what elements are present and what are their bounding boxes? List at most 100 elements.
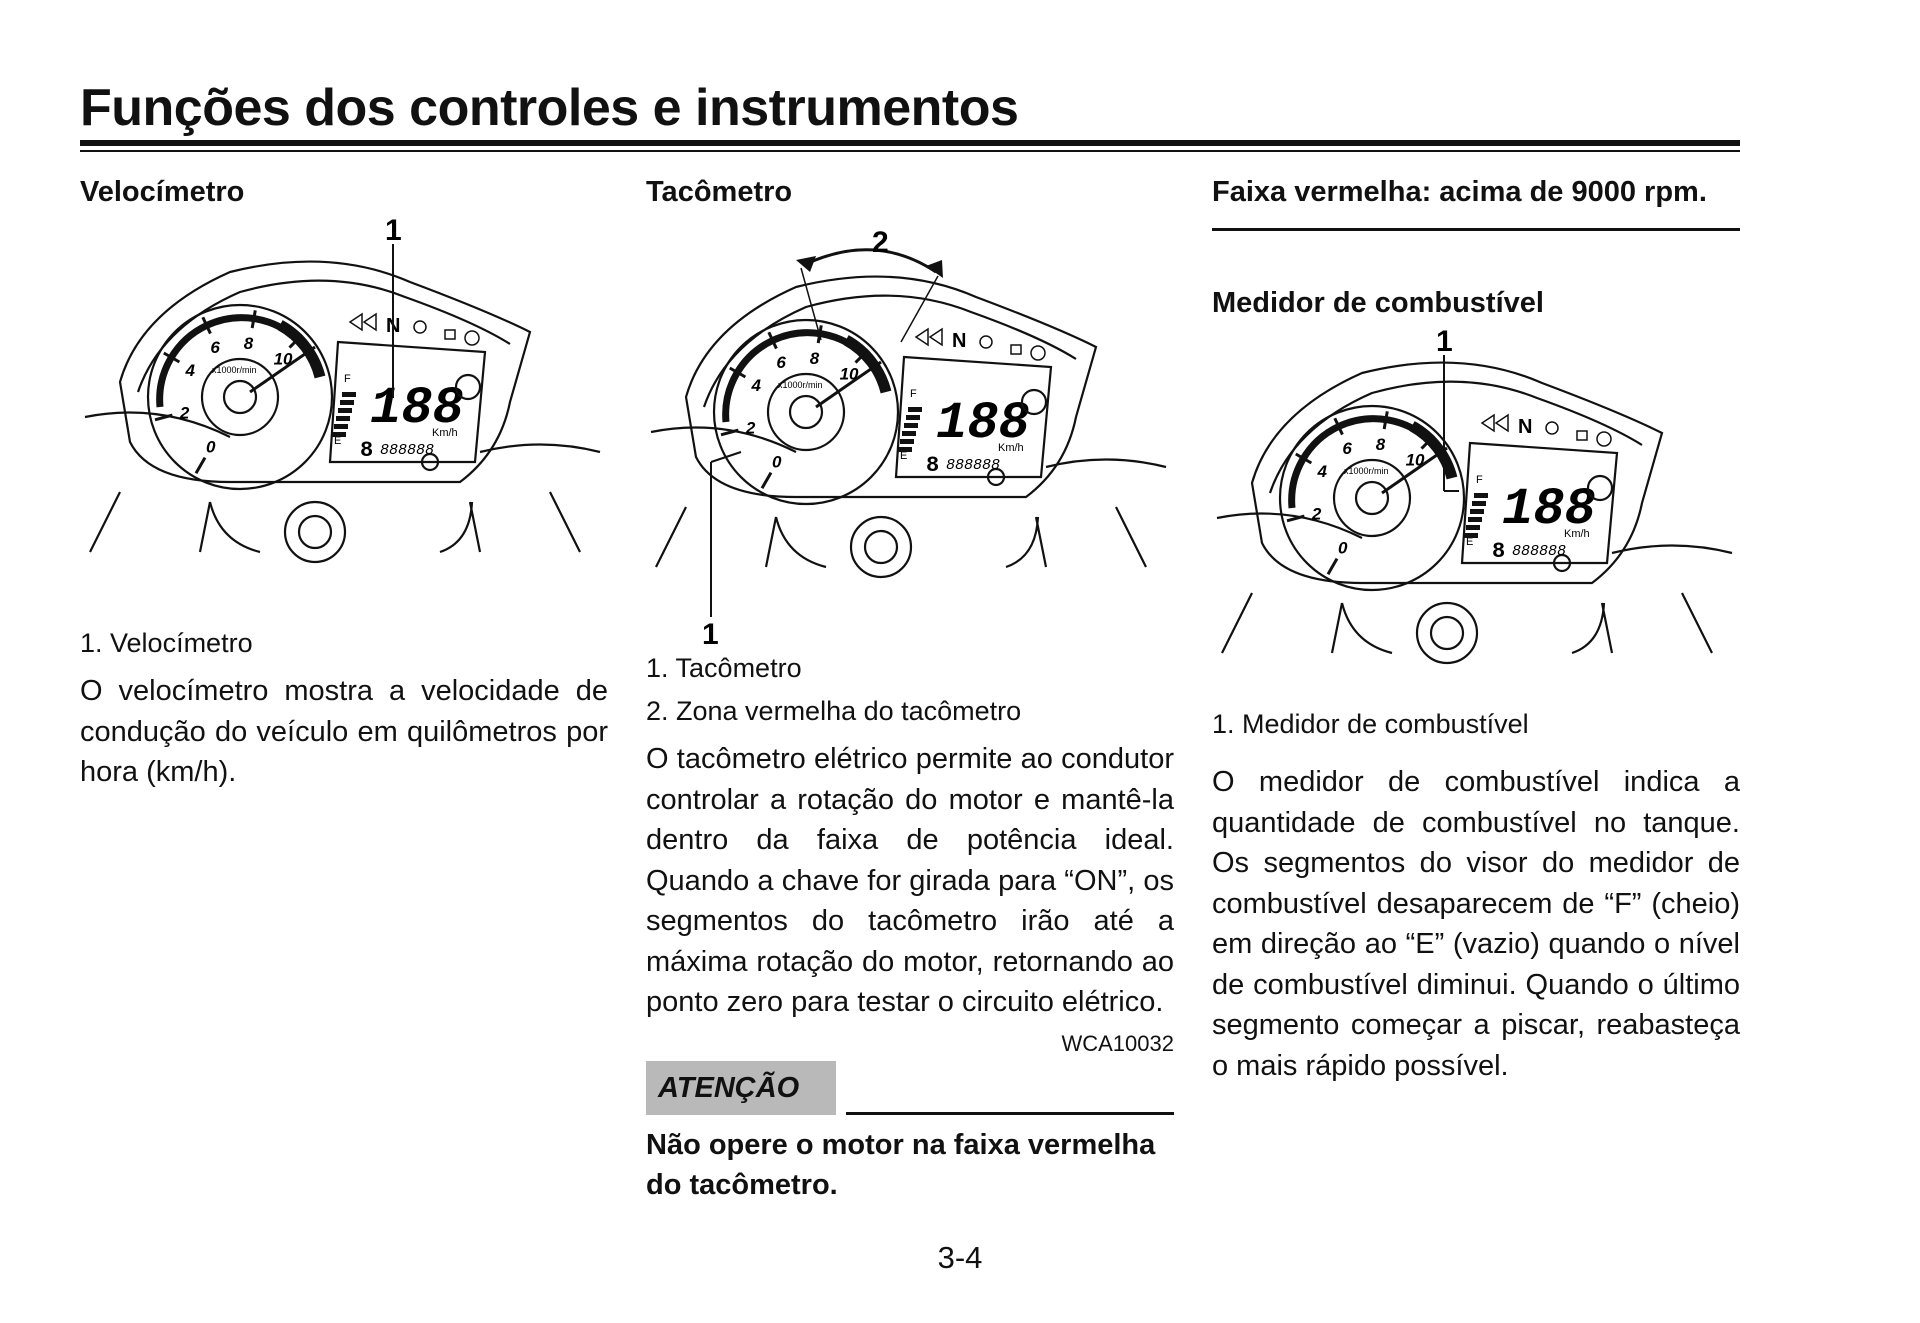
fuel-gauge-description: O medidor de combustível indica a quanti… <box>1212 766 1740 1082</box>
oil-icon <box>1596 431 1612 447</box>
tach-number: 6 <box>210 338 220 357</box>
tach-number: 8 <box>244 334 254 353</box>
frame-curves <box>774 516 1040 569</box>
fuel-segment <box>902 431 916 436</box>
handlebar-left <box>1216 512 1363 539</box>
fuel-segment <box>900 439 914 444</box>
tach-number: 0 <box>772 452 782 471</box>
caption-speedometer: 1. Velocímetro <box>80 628 253 658</box>
tach-number: 10 <box>1406 450 1425 469</box>
warning-header: ATENÇÃO <box>646 1059 1174 1115</box>
tach-dial-hub <box>200 357 280 437</box>
tach-tick <box>1326 557 1339 575</box>
fuel-segment <box>340 400 354 405</box>
fuel-segment <box>342 392 356 397</box>
tach-red-zone <box>843 335 892 394</box>
tach-tick <box>767 331 778 350</box>
fuel-label-full: F <box>910 388 917 400</box>
gear-readout: 8 <box>926 453 939 478</box>
tach-tick <box>288 333 304 349</box>
panel-cowl-inner <box>1268 380 1643 494</box>
neutral-indicator: N <box>952 330 966 352</box>
brand-logo <box>1020 388 1048 416</box>
tach-red-zone <box>277 320 326 379</box>
fuel-gauge-heading: Medidor de combustível <box>1212 287 1544 319</box>
frame-lines <box>89 491 581 553</box>
panel-cowl <box>684 275 1098 499</box>
handlebar-left <box>84 411 231 438</box>
panel-cowl-inner <box>702 294 1077 408</box>
fuel-segment <box>1468 517 1482 522</box>
turn-signal-icon <box>1480 413 1509 433</box>
fuel-segment <box>898 447 912 452</box>
tach-number: 4 <box>1317 462 1328 481</box>
tach-number: 10 <box>274 349 293 368</box>
tach-red-zone <box>1409 421 1458 480</box>
tach-tick <box>1295 452 1313 465</box>
tach-number: 4 <box>751 376 762 395</box>
engine-check-icon <box>1010 344 1022 355</box>
lcd-frame <box>328 340 487 464</box>
fuel-segment <box>904 423 918 428</box>
fuel-segment <box>1464 533 1478 538</box>
tach-unit: x1000r/min <box>1344 466 1389 476</box>
high-beam-icon <box>413 320 427 334</box>
frame-lines <box>655 506 1147 568</box>
steering-nut <box>1415 601 1479 665</box>
handlebar-right <box>1611 544 1733 555</box>
tach-tick <box>1286 514 1305 523</box>
speed-unit: Km/h <box>998 442 1024 454</box>
fuel-segment <box>906 415 920 420</box>
tach-tick <box>720 428 739 437</box>
high-beam-icon <box>979 335 993 349</box>
tach-tick <box>760 471 773 489</box>
handlebar-right <box>479 443 601 454</box>
caption-fuel-gauge: 1. Medidor de combustível <box>1212 709 1529 739</box>
warning-code: WCA10032 <box>1061 1030 1174 1056</box>
fuel-segment <box>1470 509 1484 514</box>
tach-number: 6 <box>1342 439 1352 458</box>
fuel-label-full: F <box>344 373 351 385</box>
panel-cowl <box>1250 361 1664 585</box>
speedometer-description: O velocímetro mostra a velocidade de con… <box>80 675 608 788</box>
title-rule-secondary <box>80 150 1740 152</box>
gear-readout: 8 <box>360 438 373 463</box>
red-zone-heading: Faixa vermelha: acima de 9000 rpm. <box>1212 176 1707 208</box>
page-number: 3-4 <box>937 1240 983 1275</box>
tach-number: 2 <box>745 418 756 437</box>
tach-tick <box>1420 434 1436 450</box>
speed-unit: Km/h <box>432 427 458 439</box>
tach-unit: x1000r/min <box>212 365 257 375</box>
page-title: Funções dos controles e instrumentos <box>80 79 1019 137</box>
tach-tick <box>729 366 747 379</box>
speedometer-heading: Velocímetro <box>80 176 245 208</box>
fuel-segment <box>332 432 346 437</box>
steering-nut-inner <box>863 529 899 565</box>
turn-signal-icon <box>914 327 943 347</box>
tach-tick <box>854 348 870 364</box>
fuel-gauge-section: Faixa vermelha: acima de 9000 rpm. Medid… <box>1212 172 1740 1086</box>
speed-readout: 188 <box>936 394 1030 453</box>
tach-number: 2 <box>179 403 190 422</box>
tachometer-description: O tacômetro elétrico permite ao condutor… <box>646 743 1174 1018</box>
fuel-segment <box>1466 525 1480 530</box>
tach-tick <box>250 310 257 329</box>
tach-tick <box>194 456 207 474</box>
fuel-segment <box>1472 501 1486 506</box>
speed-readout: 188 <box>1502 480 1596 539</box>
tach-tick <box>163 351 181 364</box>
fuel-segment <box>334 424 348 429</box>
tach-tick <box>201 316 212 335</box>
tach-dial-outer <box>1278 404 1466 592</box>
fuel-segment <box>908 407 922 412</box>
fuel-segment <box>1474 493 1488 498</box>
tach-tick <box>154 413 173 422</box>
caption-red-zone: 2. Zona vermelha do tacômetro <box>646 696 1022 726</box>
tach-needle-cap <box>1354 480 1390 516</box>
tach-number: 2 <box>1311 504 1322 523</box>
tach-number: 8 <box>810 349 820 368</box>
tach-needle <box>1381 446 1448 495</box>
